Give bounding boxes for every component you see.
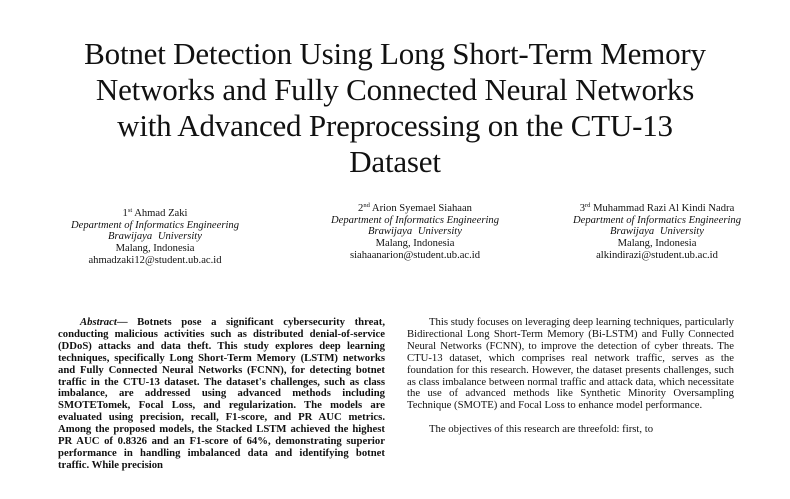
author-university: Brawijaya University <box>368 226 462 238</box>
author-department: Department of Informatics Engineering <box>330 214 499 226</box>
author-name: 1st Ahmad Zaki <box>30 207 280 220</box>
author-name-text: Ahmad Zaki <box>134 208 188 219</box>
author-email[interactable]: siahaanarion@student.ub.ac.id <box>349 249 481 261</box>
author-department: Department of Informatics Engineering <box>572 214 741 226</box>
author-name-text: Arion Syemael Siahaan <box>371 203 472 214</box>
author-ordinal-suffix: st <box>127 207 133 214</box>
author-email[interactable]: alkindirazi@student.ub.ac.id <box>596 249 718 261</box>
body-paragraph: This study focuses on leveraging deep le… <box>407 316 734 412</box>
title-line: with Advanced Preprocessing on the CTU-1… <box>117 108 673 143</box>
author-block: 1st Ahmad Zaki Department of Informatics… <box>0 202 790 283</box>
author-name: 3rd Muhammad Razi Al Kindi Nadra <box>532 202 782 215</box>
author-department: Department of Informatics Engineering <box>70 219 239 231</box>
introduction-column: This study focuses on leveraging deep le… <box>407 316 734 436</box>
author-location: Malang, Indonesia <box>115 243 195 255</box>
abstract-dash: — <box>116 316 138 328</box>
author-2: 2nd Arion Syemael Siahaan Department of … <box>290 202 540 262</box>
abstract-label: Abstract <box>80 316 117 328</box>
title-line: Botnet Detection Using Long Short-Term M… <box>84 36 706 71</box>
author-ordinal: 2 <box>358 203 364 214</box>
author-1: 1st Ahmad Zaki Department of Informatics… <box>30 207 280 267</box>
abstract-paragraph: Abstract— Botnets pose a significant cyb… <box>58 316 385 472</box>
author-ordinal: 1 <box>122 208 128 219</box>
author-university: Brawijaya University <box>108 231 202 243</box>
abstract-column: Abstract— Botnets pose a significant cyb… <box>58 316 385 472</box>
author-email[interactable]: ahmadzaki12@student.ub.ac.id <box>88 254 222 266</box>
author-location: Malang, Indonesia <box>375 238 455 250</box>
paper-title: Botnet Detection Using Long Short-Term M… <box>40 36 750 180</box>
author-ordinal-suffix: rd <box>584 202 591 209</box>
author-university: Brawijaya University <box>610 226 704 238</box>
author-location: Malang, Indonesia <box>617 238 697 250</box>
body-paragraph: The objectives of this research are thre… <box>429 423 654 436</box>
title-line: Dataset <box>349 144 441 179</box>
abstract-text: Botnets pose a significant cybersecurity… <box>58 316 385 471</box>
title-line: Networks and Fully Connected Neural Netw… <box>95 72 695 107</box>
author-name-text: Muhammad Razi Al Kindi Nadra <box>593 203 735 214</box>
author-name: 2nd Arion Syemael Siahaan <box>290 202 540 215</box>
author-3: 3rd Muhammad Razi Al Kindi Nadra Departm… <box>532 202 782 262</box>
author-ordinal-suffix: nd <box>363 202 370 209</box>
author-ordinal: 3 <box>579 203 585 214</box>
